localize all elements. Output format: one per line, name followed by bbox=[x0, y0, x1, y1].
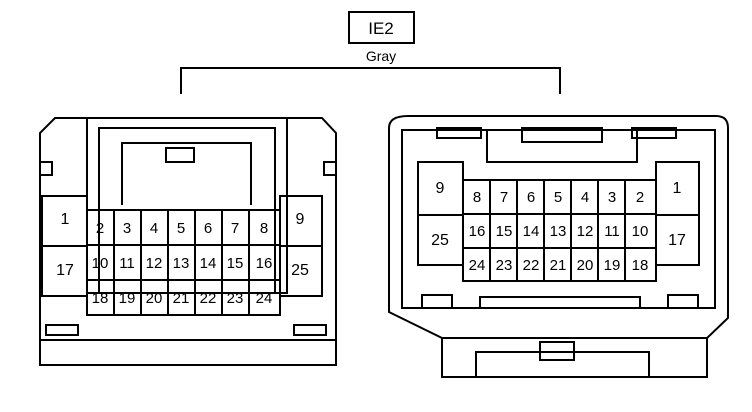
pin-label: 4 bbox=[150, 220, 158, 237]
pin-label: 1 bbox=[61, 211, 70, 228]
right-lock-tab bbox=[539, 341, 575, 361]
right-pin-grid bbox=[462, 179, 657, 282]
connector-bracket bbox=[180, 67, 561, 94]
pin-label: 6 bbox=[204, 220, 212, 237]
pin-label: 13 bbox=[550, 223, 567, 240]
pin-label: 5 bbox=[177, 220, 185, 237]
pin-label: 21 bbox=[173, 290, 190, 307]
pin-label: 15 bbox=[496, 223, 513, 240]
pin-label: 4 bbox=[581, 189, 589, 206]
right-bottom-tab-right bbox=[667, 294, 699, 309]
left-pin-grid bbox=[86, 209, 281, 316]
pin-label: 15 bbox=[227, 255, 244, 272]
right-key-frame bbox=[486, 130, 638, 163]
pin-label: 2 bbox=[96, 220, 104, 237]
left-row-bot: 18 19 20 21 22 23 24 bbox=[92, 290, 273, 307]
left-row-mid: 10 11 12 13 14 15 16 bbox=[92, 255, 273, 272]
pin-label: 18 bbox=[92, 290, 109, 307]
right-top-tab-center bbox=[521, 127, 603, 143]
connector-code-box bbox=[348, 11, 415, 44]
left-connector bbox=[39, 117, 337, 366]
pin-label: 14 bbox=[200, 255, 217, 272]
left-side-notch-left bbox=[40, 161, 53, 176]
pin-label: 9 bbox=[296, 211, 305, 228]
pin-label: 17 bbox=[668, 232, 686, 249]
pin-label: 3 bbox=[608, 189, 616, 206]
right-housing-outline bbox=[388, 115, 729, 378]
pin-label: 14 bbox=[523, 223, 540, 240]
pin-label: 18 bbox=[632, 257, 649, 274]
right-connector bbox=[388, 115, 729, 378]
pin-label: 25 bbox=[291, 262, 309, 279]
pin-label: 1 bbox=[673, 180, 682, 197]
right-row-top: 8 7 6 5 4 3 2 bbox=[473, 189, 644, 206]
pin-label: 11 bbox=[119, 255, 135, 272]
connector-code: IE2 bbox=[368, 19, 394, 38]
pin-label: 12 bbox=[577, 223, 594, 240]
left-row-top: 2 3 4 5 6 7 8 bbox=[96, 220, 268, 237]
pin-label: 6 bbox=[527, 189, 535, 206]
right-bottom-slot bbox=[479, 296, 641, 309]
pin-label: 20 bbox=[577, 257, 594, 274]
pin-label: 24 bbox=[469, 257, 486, 274]
pin-label: 22 bbox=[200, 290, 217, 307]
pin-label: 17 bbox=[56, 262, 74, 279]
pin-label: 21 bbox=[550, 257, 567, 274]
pin-label: 25 bbox=[431, 232, 449, 249]
pin-label: 23 bbox=[496, 257, 513, 274]
pin-label: 7 bbox=[231, 220, 239, 237]
left-foot-right bbox=[293, 324, 327, 336]
pin-label: 5 bbox=[554, 189, 562, 206]
pin-label: 8 bbox=[473, 189, 481, 206]
right-bottom-tab-left bbox=[421, 294, 453, 309]
pin-label: 10 bbox=[92, 255, 109, 272]
pin-label: 20 bbox=[146, 290, 163, 307]
pin-label: 12 bbox=[146, 255, 163, 272]
pin-label: 16 bbox=[256, 255, 273, 272]
pin-label: 10 bbox=[632, 223, 649, 240]
right-lock-base bbox=[475, 351, 650, 378]
pin-label: 3 bbox=[123, 220, 131, 237]
right-row-bot: 24 23 22 21 20 19 18 bbox=[469, 257, 649, 274]
left-latch bbox=[165, 147, 195, 163]
left-housing-outline bbox=[39, 117, 337, 366]
pin-label: 9 bbox=[436, 180, 445, 197]
pin-label: 23 bbox=[227, 290, 244, 307]
left-foot-left bbox=[45, 324, 79, 336]
pin-label: 8 bbox=[260, 220, 268, 237]
pin-label: 16 bbox=[469, 223, 486, 240]
right-top-tab-left bbox=[436, 127, 482, 139]
pin-label: 7 bbox=[500, 189, 508, 206]
left-side-notch-right bbox=[323, 161, 336, 176]
pin-label: 11 bbox=[604, 223, 620, 240]
pin-label: 19 bbox=[119, 290, 136, 307]
pin-label: 22 bbox=[523, 257, 540, 274]
pin-label: 19 bbox=[604, 257, 621, 274]
right-top-tab-right bbox=[631, 127, 677, 139]
connector-color: Gray bbox=[366, 48, 396, 64]
pin-label: 24 bbox=[256, 290, 273, 307]
left-latch-frame bbox=[121, 142, 252, 205]
pin-label: 2 bbox=[636, 189, 644, 206]
pin-label: 13 bbox=[173, 255, 190, 272]
right-row-mid: 16 15 14 13 12 11 10 bbox=[469, 223, 649, 240]
